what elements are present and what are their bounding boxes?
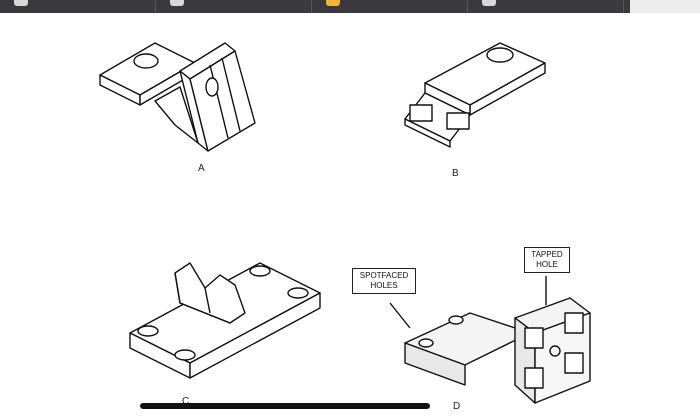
bracket-figure: A B C D SPOTFACED HOLES TAPPED HOLE bbox=[0, 13, 700, 420]
tab-4-icon bbox=[482, 0, 496, 6]
bracket-drawings bbox=[99, 42, 591, 404]
label-b: B bbox=[452, 168, 460, 179]
tab-4[interactable] bbox=[468, 0, 624, 13]
tab-1[interactable] bbox=[0, 0, 156, 13]
label-c: C bbox=[182, 396, 190, 407]
part-d-drawing bbox=[404, 297, 591, 404]
tab-2-icon bbox=[170, 0, 184, 6]
tab-2[interactable] bbox=[156, 0, 312, 13]
tab-1-icon bbox=[14, 0, 28, 6]
browser-tab-bar bbox=[0, 0, 700, 13]
part-c-drawing bbox=[129, 262, 321, 379]
callout-spotfaced-holes: SPOTFACED HOLES bbox=[352, 268, 416, 294]
callout-tapped-hole: TAPPED HOLE bbox=[524, 247, 570, 273]
label-d: D bbox=[453, 401, 461, 412]
label-a: A bbox=[198, 163, 206, 174]
part-b-drawing bbox=[404, 42, 546, 148]
tab-active[interactable] bbox=[630, 0, 700, 13]
tab-3[interactable] bbox=[312, 0, 468, 13]
tab-3-icon bbox=[326, 0, 340, 6]
home-indicator[interactable] bbox=[140, 403, 430, 409]
part-a-drawing bbox=[99, 42, 256, 152]
